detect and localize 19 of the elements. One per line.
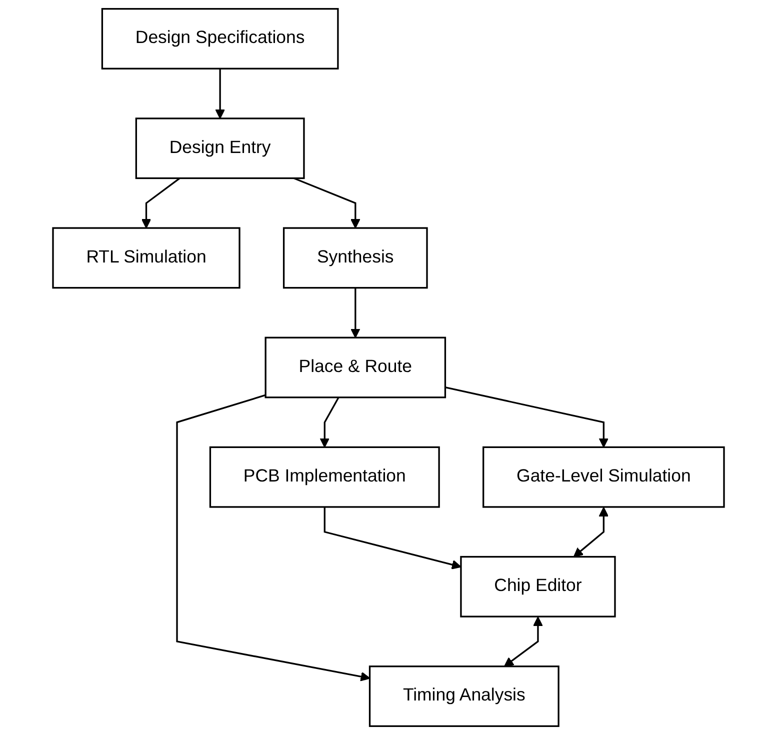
node-box: Design Entry: [135, 118, 305, 180]
arrow: [294, 177, 360, 228]
node-box: Gate-Level Simulation: [482, 446, 725, 508]
arrow: [445, 386, 609, 448]
node-box: PCB Implementation: [209, 446, 440, 508]
arrow: [215, 68, 225, 119]
node-box: Chip Editor: [460, 556, 616, 618]
node-box: Timing Analysis: [368, 666, 560, 727]
arrow: [141, 178, 180, 228]
arrow: [176, 394, 370, 682]
arrow: [573, 506, 609, 558]
arrow: [504, 616, 543, 667]
arrow: [350, 288, 360, 338]
node-box: Synthesis: [282, 227, 428, 289]
arrow: [324, 506, 462, 570]
node-box: Place & Route: [264, 336, 446, 398]
node-box: Design Specifications: [101, 8, 339, 70]
node-box: RTL Simulation: [52, 227, 240, 289]
arrow: [320, 396, 340, 448]
